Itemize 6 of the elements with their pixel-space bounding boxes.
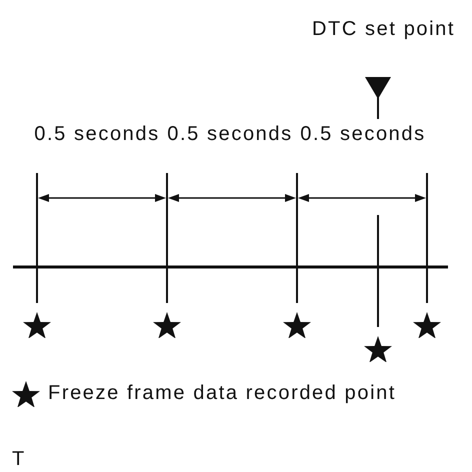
figure-code: T <box>12 447 26 471</box>
duration-label: 0.5 seconds <box>34 122 160 146</box>
marker-label: DTC set point <box>312 17 456 41</box>
duration-label: 0.5 seconds <box>167 122 293 146</box>
duration-label: 0.5 seconds <box>300 122 426 146</box>
legend-text: Freeze frame data recorded point <box>48 381 396 405</box>
